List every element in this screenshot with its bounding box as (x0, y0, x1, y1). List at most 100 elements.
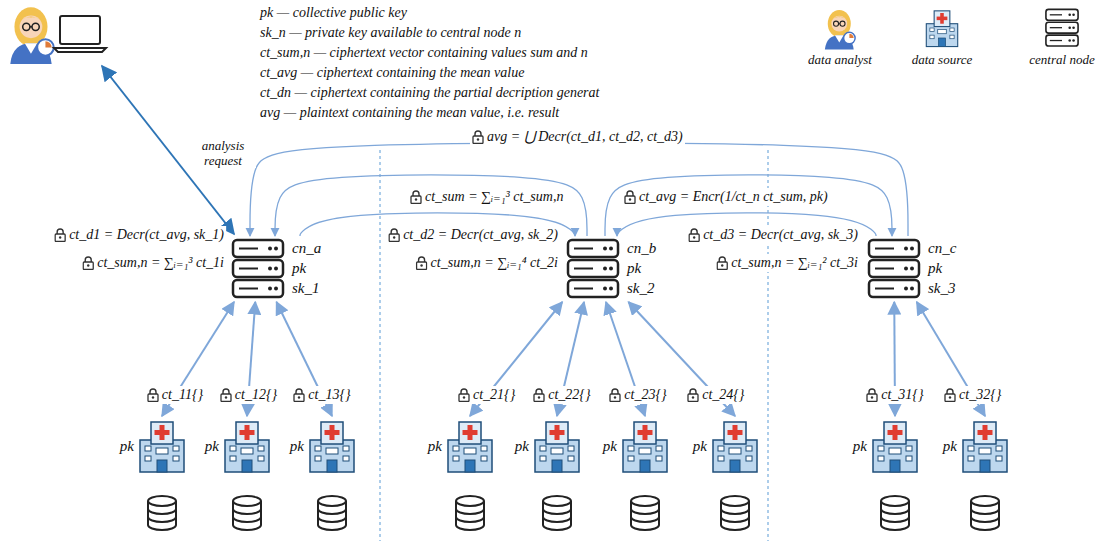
arrow-label: analysis request (190, 138, 256, 168)
lock-icon (220, 388, 232, 402)
legend-text: data analyst (808, 52, 872, 68)
node-text: pk (292, 258, 321, 278)
text-column: pk (603, 436, 617, 456)
node-text: sk_2 (627, 278, 656, 298)
edge-label: ct_21{} (456, 386, 517, 404)
text-column: pk (120, 436, 134, 456)
lock-icon (388, 228, 400, 242)
legend-text: central node (1029, 52, 1094, 68)
edge-label: ct_22{} (531, 386, 592, 404)
node-text: sk_1 (292, 278, 321, 298)
edge-label-text: ct_12{} (235, 386, 277, 404)
symbol-definition: sk_n — private key available to central … (258, 24, 523, 42)
symbol-definition: avg — plaintext containing the mean valu… (258, 104, 561, 122)
text-column: pk (853, 436, 867, 456)
data-source: pk (205, 418, 272, 474)
data-source: pk (603, 418, 670, 474)
lock-icon (472, 130, 484, 144)
formula: ct_d1 = Decr(ct_avg, sk_1) (52, 226, 226, 244)
symbol-definition: pk — collective public key (258, 4, 409, 22)
data-source: pk (515, 418, 582, 474)
edge-label: ct_24{} (685, 386, 746, 404)
central-node: cn_apksk_1 (230, 238, 321, 300)
formula: avg = ⋃ Decr(ct_d1, ct_d2, ct_d3) (470, 128, 685, 146)
node-text: pk (853, 436, 867, 456)
node-text: pk (515, 436, 529, 456)
label-text: ct_dn — ciphertext containing the partia… (260, 84, 599, 102)
label-text: ct_d3 = Decr(ct_avg, sk_3) (703, 226, 858, 244)
formula: ct_d2 = Decr(ct_avg, sk_2) (386, 226, 560, 244)
data-source: pk (943, 418, 1010, 474)
node-text: pk (428, 436, 442, 456)
edge-label: ct_32{} (942, 386, 1003, 404)
data-source: pk (428, 418, 495, 474)
label-text: avg — plaintext containing the mean valu… (260, 104, 559, 122)
lock-icon (688, 228, 700, 242)
hospital-icon (620, 418, 670, 474)
label-text: ct_sum,n = ∑ᵢ₌₁² ct_3i (731, 254, 858, 272)
edge-label: ct_11{} (145, 386, 205, 404)
label-text: ct_sum,n = ∑ᵢ₌₁⁴ ct_2i (431, 254, 558, 272)
label-text: ct_sum,n — ciphertext vector containing … (260, 44, 588, 62)
node-text: pk (943, 436, 957, 456)
node-text: pk (603, 436, 617, 456)
text-column: cn_bpksk_2 (627, 238, 656, 298)
text-column: pk (205, 436, 219, 456)
hospital-icon (137, 418, 187, 474)
hospital-icon (710, 418, 760, 474)
legend-source-icon (926, 11, 957, 47)
analyst-icon (10, 7, 53, 64)
edge-label-text: ct_11{} (162, 386, 203, 404)
separator-line (380, 150, 768, 541)
edge-label: ct_23{} (607, 386, 668, 404)
node-text: cn_b (627, 238, 656, 258)
text-column: pk (515, 436, 529, 456)
lock-icon (458, 388, 470, 402)
laptop-icon (54, 16, 106, 52)
node-text: cn_c (928, 238, 956, 258)
data-source: pk (853, 418, 920, 474)
text-column: cn_apksk_1 (292, 238, 321, 298)
server-icon (866, 238, 922, 300)
hospital-icon (532, 418, 582, 474)
label-text: ct_d1 = Decr(ct_avg, sk_1) (69, 226, 224, 244)
server-icon (230, 238, 286, 300)
node-text: pk (205, 436, 219, 456)
formula: ct_sum,n = ∑ᵢ₌₁² ct_3i (714, 254, 860, 272)
node-text: pk (928, 258, 956, 278)
edge-label-text: ct_23{} (624, 386, 666, 404)
edge-label-text: ct_31{} (881, 386, 923, 404)
node-link (250, 143, 908, 236)
data-link (162, 302, 234, 416)
symbol-definition: ct_avg — ciphertext containing the mean … (258, 64, 526, 82)
label-text: ct_sum,n = ∑ᵢ₌₁³ ct_1i (97, 254, 224, 272)
label-text: sk_n — private key available to central … (260, 24, 521, 42)
node-text: pk (120, 436, 134, 456)
data-source: pk (120, 418, 187, 474)
formula: ct_avg = Encr(1/ct_n ct_sum, pk) (622, 188, 830, 206)
text-column: pk (693, 436, 707, 456)
node-text: pk (290, 436, 304, 456)
edge-label-text: ct_24{} (702, 386, 744, 404)
lock-icon (54, 228, 66, 242)
node-text: pk (693, 436, 707, 456)
edge-label-text: ct_22{} (548, 386, 590, 404)
lock-icon (293, 388, 305, 402)
central-node: cn_bpksk_2 (565, 238, 656, 300)
formula: ct_sum = ∑ᵢ₌₁³ ct_sum,n (408, 188, 565, 206)
lock-icon (944, 388, 956, 402)
central-node: cn_cpksk_3 (866, 238, 956, 300)
label-text: analysis request (192, 138, 254, 168)
hospital-icon (870, 418, 920, 474)
server-icon (565, 238, 621, 300)
edge-label-text: ct_32{} (959, 386, 1001, 404)
edge-label-text: ct_13{} (308, 386, 350, 404)
data-source: pk (290, 418, 357, 474)
label-text: ct_sum = ∑ᵢ₌₁³ ct_sum,n (425, 188, 563, 206)
formula: ct_sum,n = ∑ᵢ₌₁⁴ ct_2i (414, 254, 560, 272)
label-text: avg = ⋃ Decr(ct_d1, ct_d2, ct_d3) (487, 128, 683, 146)
formula: ct_sum,n = ∑ᵢ₌₁³ ct_1i (80, 254, 226, 272)
text-column: pk (290, 436, 304, 456)
